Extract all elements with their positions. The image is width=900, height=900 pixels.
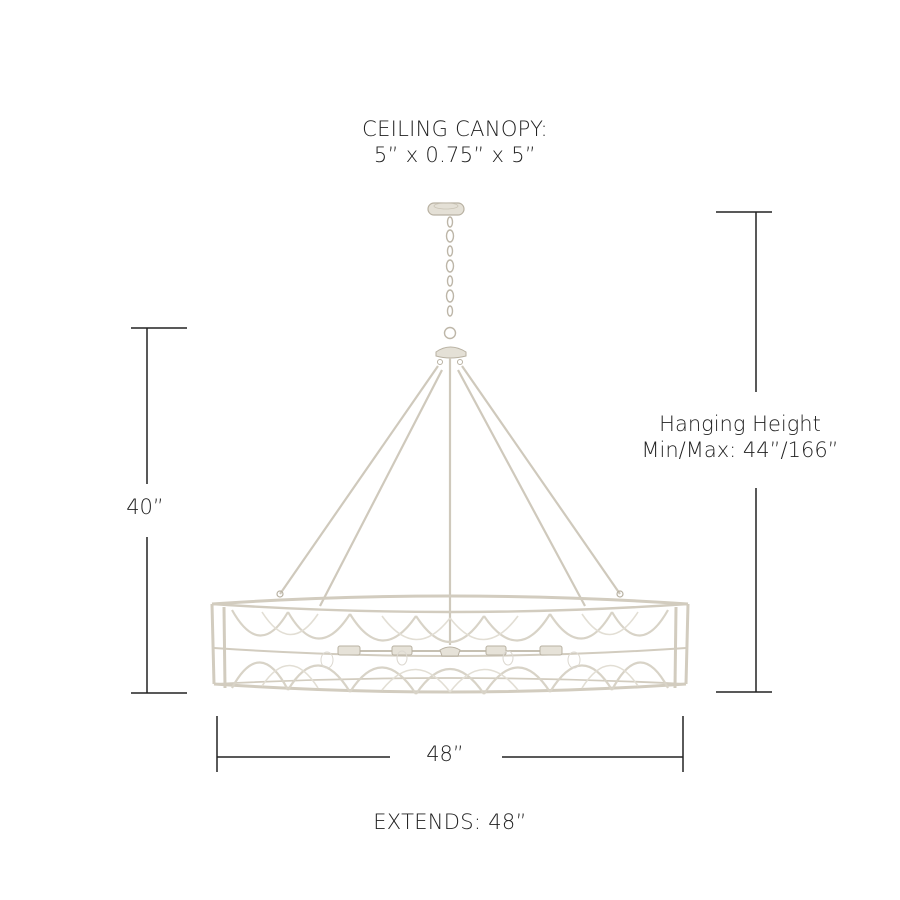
ceiling-canopy [427, 202, 465, 216]
ceiling-canopy-label: CEILING CANOPY: 5” x 0.75” x 5” [270, 116, 640, 169]
hanging-height-title: Hanging Height [659, 412, 821, 436]
canopy-title: CEILING CANOPY: [362, 117, 548, 141]
arch-pattern [231, 609, 669, 695]
chain [443, 216, 457, 340]
support-rods [279, 358, 621, 645]
fixture-width-label: 48” [426, 742, 464, 766]
chandelier-illustration [210, 202, 690, 695]
hanging-height-range: Min/Max: 44”/166” [641, 438, 839, 463]
hanging-height-label: Hanging Height Min/Max: 44”/166” [610, 411, 870, 464]
height-dimension-line [131, 327, 187, 694]
width-dimension-line [216, 716, 684, 772]
center-hub [435, 346, 467, 365]
fixture-height-label: 40” [126, 495, 164, 519]
canopy-dimensions: 5” x 0.75” x 5” [373, 143, 537, 168]
hanging-height-dimension-line [716, 211, 772, 693]
light-sockets [320, 645, 581, 669]
extends-label: EXTENDS: 48” [373, 810, 527, 834]
